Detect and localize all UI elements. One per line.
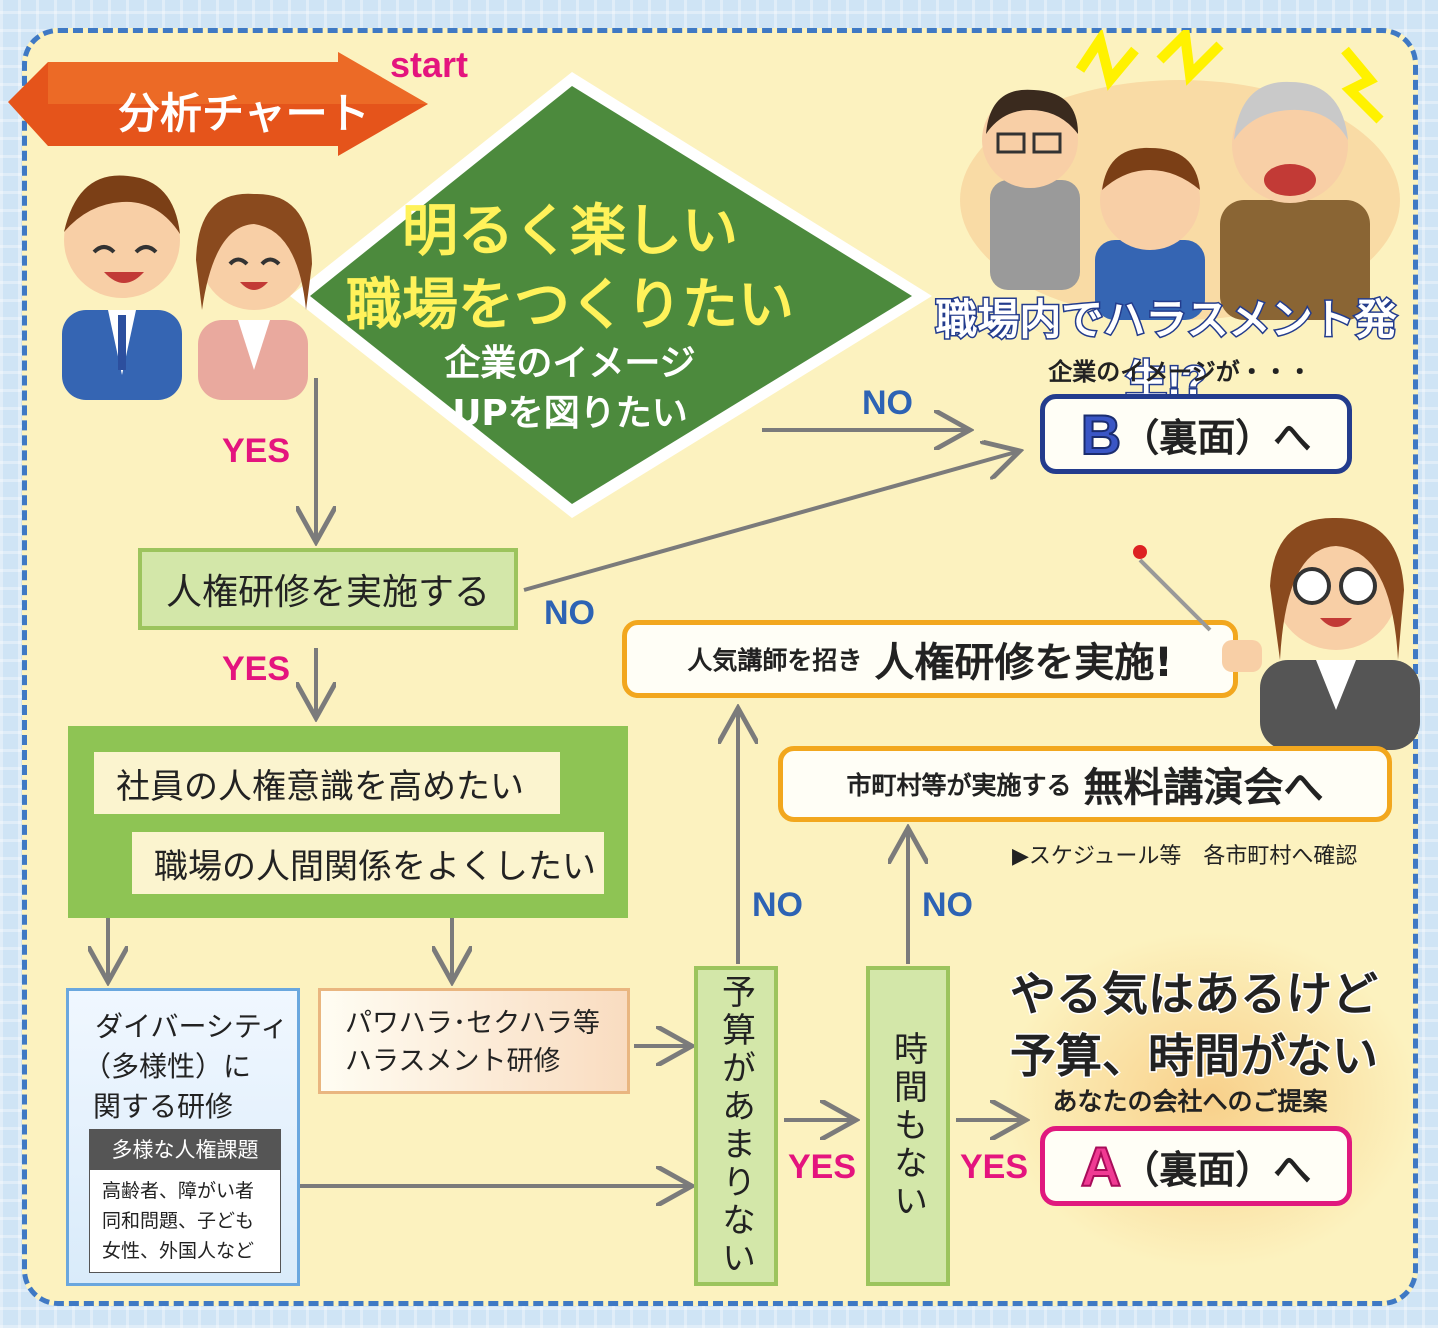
popular-lecturer-option: 人気講師を招き 人権研修を実施!	[622, 620, 1238, 698]
budget-label: 予算があまりない	[715, 974, 756, 1278]
diversity-line3: 関する研修	[93, 1090, 234, 1123]
budget-box: 予算があまりない	[694, 966, 778, 1286]
proposal-subtitle: あなたの会社へのご提案	[1052, 1087, 1328, 1116]
goal-awareness: 社員の人権意識を高めたい	[94, 752, 560, 814]
topics-header: 多様な人権課題	[89, 1129, 281, 1169]
diamond-line4: UPを図りたい	[452, 393, 688, 434]
yes-label-2: YES	[222, 650, 291, 688]
goal-relationships: 職場の人間関係をよくしたい	[132, 832, 604, 894]
teacher-illustration	[1133, 517, 1420, 750]
step-training-box: 人権研修を実施する	[138, 548, 518, 630]
no-label-3: NO	[752, 886, 803, 924]
no-label-2: NO	[544, 594, 595, 632]
topic-item-1: 高齢者、障がい者	[102, 1180, 255, 1202]
proposal-glow	[1000, 930, 1420, 1270]
harassment-subtitle: 企業のイメージが・・・	[1048, 358, 1312, 386]
harassment-training-line1: パワハラ･セクハラ等	[345, 1008, 600, 1039]
time-label: 時間もない	[887, 1031, 928, 1221]
popular-small: 人気講師を招き	[687, 646, 863, 675]
proposal-title-2: 予算、時間がない	[1009, 1028, 1380, 1085]
topic-item-3: 女性、外国人など	[102, 1240, 255, 1262]
free-big: 無料講演会へ	[1083, 765, 1324, 811]
step-training-label: 人権研修を実施する	[165, 572, 490, 613]
free-lecture-option: 市町村等が実施する 無料講演会へ	[778, 746, 1392, 822]
diversity-line2: （多様性）に	[83, 1050, 252, 1083]
harassment-training-box: パワハラ･セクハラ等 ハラスメント研修	[318, 988, 630, 1094]
goto-b-button[interactable]: B （裏面）へ	[1040, 394, 1352, 474]
proposal-title-1: やる気はあるけど	[1009, 966, 1380, 1023]
no-label-1: NO	[862, 384, 913, 422]
yes-label-3: YES	[788, 1148, 857, 1186]
harassment-illustration	[960, 30, 1400, 320]
goto-b-letter: B	[1080, 402, 1122, 467]
free-small: 市町村等が実施する	[846, 771, 1072, 800]
goto-b-text: （裏面）へ	[1121, 415, 1312, 460]
goto-a-letter: A	[1080, 1134, 1122, 1199]
topics-list: 高齢者、障がい者 同和問題、子ども 女性、外国人など	[89, 1169, 281, 1273]
time-box: 時間もない	[866, 966, 950, 1286]
diversity-training-box: ダイバーシティ （多様性）に 関する研修 多様な人権課題 高齢者、障がい者 同和…	[66, 988, 300, 1286]
diamond-line1: 明るく楽しい	[402, 199, 738, 264]
harassment-training-line2: ハラスメント研修	[345, 1046, 561, 1077]
topic-item-2: 同和問題、子ども	[102, 1210, 255, 1232]
goto-a-button[interactable]: A （裏面）へ	[1040, 1126, 1352, 1206]
schedule-note: ▶スケジュール等 各市町村へ確認	[1012, 844, 1358, 869]
diversity-line1: ダイバーシティ	[95, 1010, 289, 1043]
banner-arrow	[8, 52, 428, 156]
diamond-line3: 企業のイメージ	[444, 343, 696, 384]
goto-a-text: （裏面）へ	[1121, 1147, 1312, 1192]
banner-title: 分析チャート	[118, 90, 370, 137]
popular-big: 人権研修を実施!	[874, 640, 1173, 686]
start-label: start	[390, 44, 469, 85]
happy-staff-illustration	[62, 175, 312, 400]
diamond-line2: 職場をつくりたい	[346, 273, 794, 338]
no-label-4: NO	[922, 886, 973, 924]
start-diamond	[290, 72, 932, 518]
yes-label-1: YES	[222, 432, 291, 470]
